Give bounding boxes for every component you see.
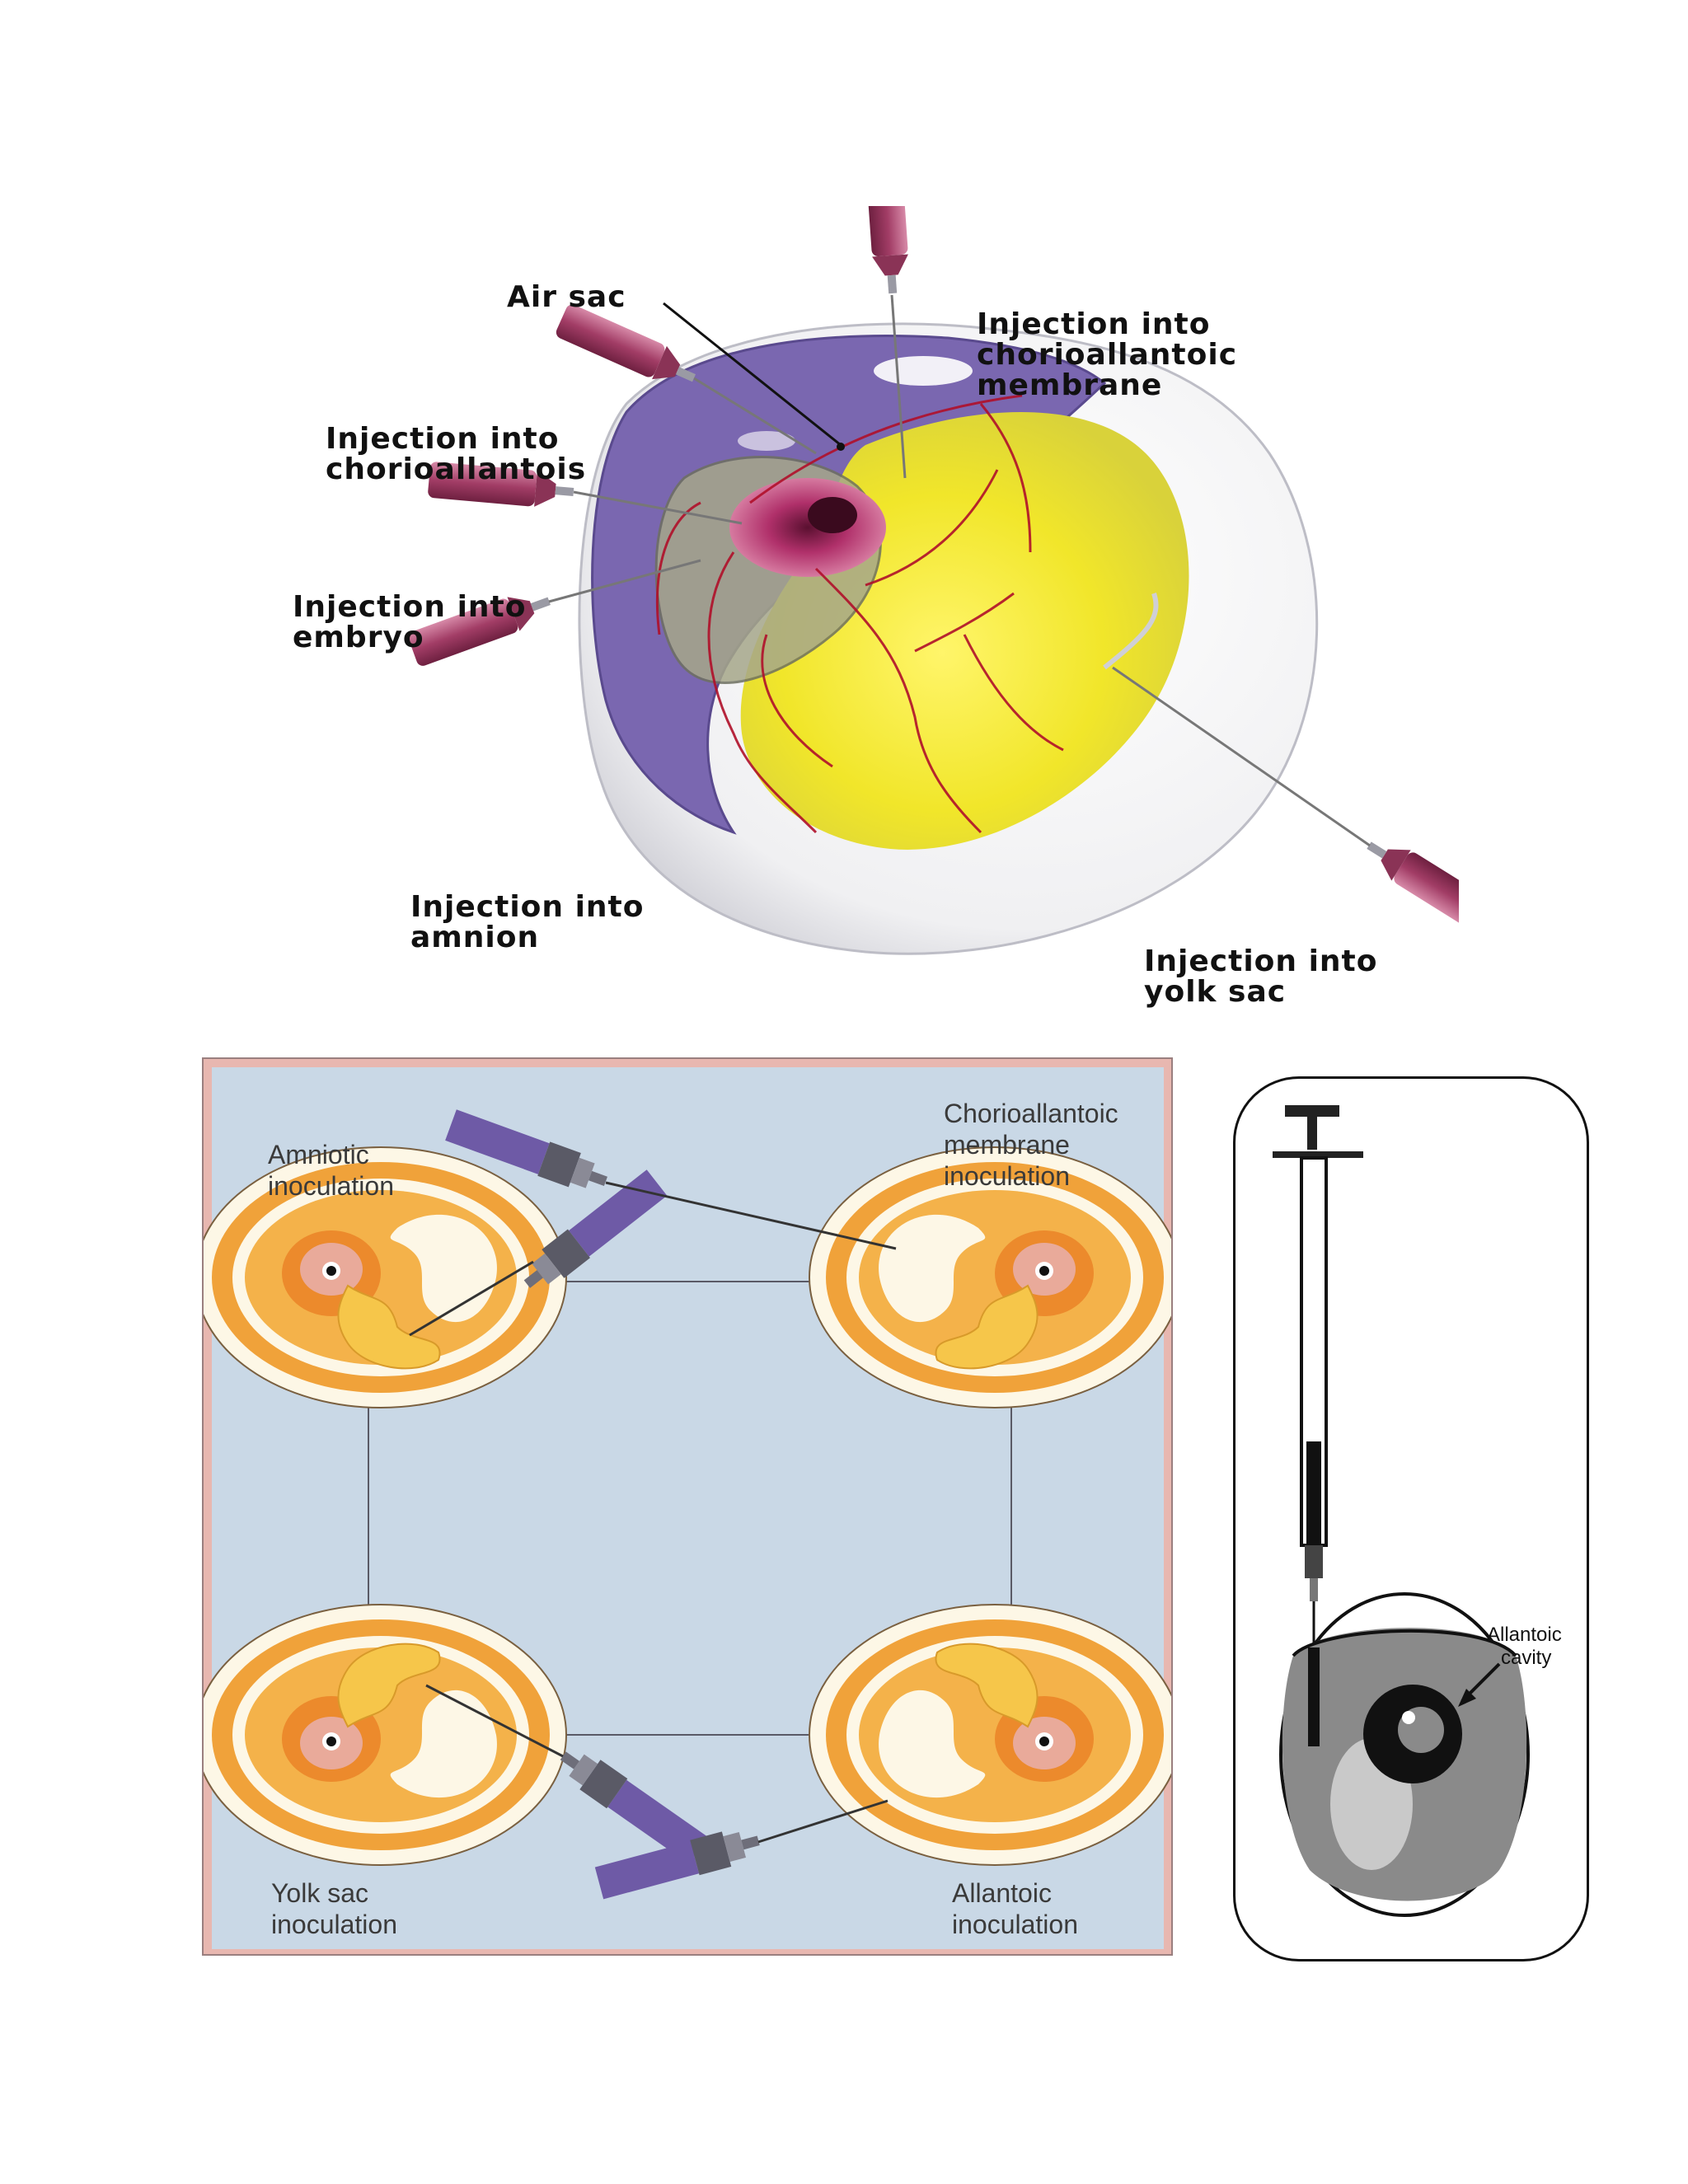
label-chorio-1: Injection into xyxy=(326,422,559,456)
label-amniotic-2: inoculation xyxy=(268,1171,394,1201)
inoculation-routes-panel: Amniotic inoculation Chorioallantoic mem… xyxy=(202,1057,1173,1956)
label-air-sac: Air sac xyxy=(507,280,626,314)
label-yolk-grid-2: inoculation xyxy=(271,1910,397,1939)
label-cam-grid-2: membrane xyxy=(944,1130,1070,1160)
allantoic-syringe-panel: Allantoic cavity xyxy=(1233,1076,1589,1961)
label-cam-2: chorioallantoic xyxy=(977,338,1237,372)
egg-injection-diagram: Air sac Injection into chorioallantoic m… xyxy=(239,206,1459,1022)
label-allantoic-cavity-2: cavity xyxy=(1501,1647,1551,1669)
label-cam-1: Injection into xyxy=(977,307,1210,341)
label-amnion-2: amnion xyxy=(410,921,539,954)
label-amniotic-1: Amniotic xyxy=(268,1140,369,1169)
label-allantoic-grid-2: inoculation xyxy=(952,1910,1078,1939)
label-chorio-2: chorioallantois xyxy=(326,452,586,486)
label-allantoic-cavity-1: Allantoic xyxy=(1487,1624,1562,1646)
label-cam-grid-3: inoculation xyxy=(944,1161,1070,1191)
label-amnion-1: Injection into xyxy=(410,890,644,924)
label-cam-grid-1: Chorioallantoic xyxy=(944,1099,1118,1128)
egg-yolk xyxy=(204,1604,567,1866)
label-cam-3: membrane xyxy=(977,368,1162,402)
label-allantoic-grid-1: Allantoic xyxy=(952,1878,1052,1908)
label-yolk-2: yolk sac xyxy=(1144,975,1286,1009)
label-yolk-grid-1: Yolk sac xyxy=(271,1878,368,1908)
egg-allantoic xyxy=(809,1604,1171,1866)
label-embryo-2: embryo xyxy=(293,621,424,654)
embryo xyxy=(729,478,886,577)
label-embryo-1: Injection into xyxy=(293,590,526,624)
label-yolk-1: Injection into xyxy=(1144,944,1377,978)
